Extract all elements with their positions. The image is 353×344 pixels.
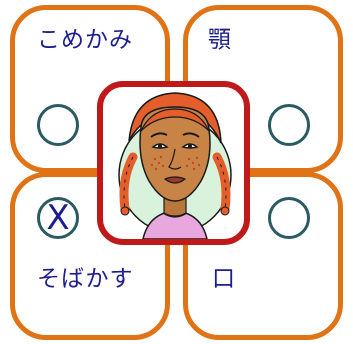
option-label: こめかみ <box>37 27 133 53</box>
option-radio-circle[interactable] <box>37 104 79 146</box>
option-radio-circle[interactable]: X <box>37 197 79 239</box>
option-label: 顎 <box>208 27 232 53</box>
portrait-frame <box>97 81 250 245</box>
option-radio-circle[interactable] <box>268 104 310 146</box>
selected-x-mark: X <box>46 198 70 238</box>
option-label: そばかす <box>37 266 134 292</box>
girl-with-freckles-illustration <box>118 92 232 239</box>
option-radio-circle[interactable] <box>268 197 310 239</box>
option-label: 口 <box>212 266 236 292</box>
